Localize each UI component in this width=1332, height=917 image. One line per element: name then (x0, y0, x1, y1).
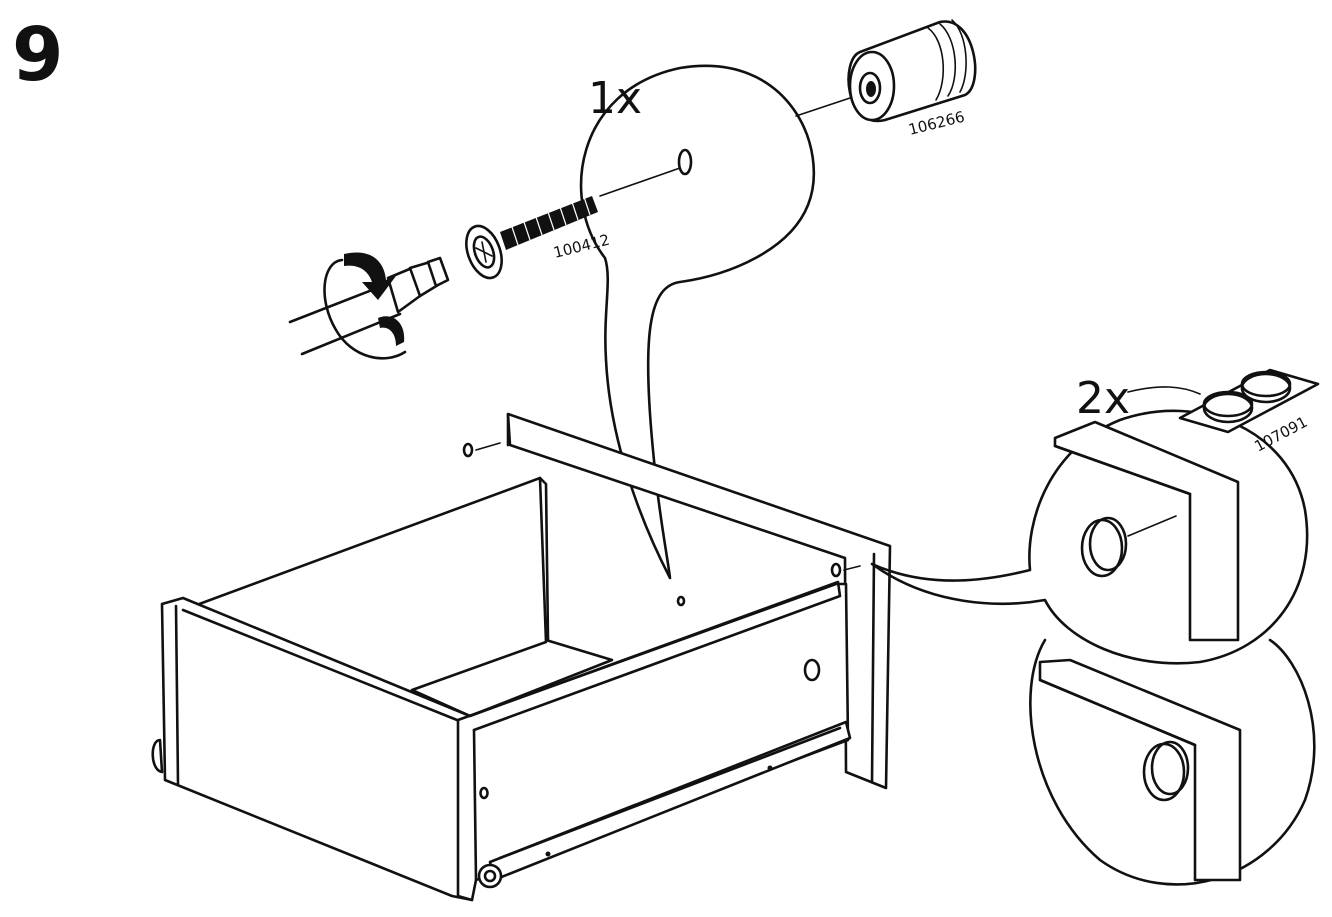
screw-quantity: 1x (588, 73, 642, 124)
pad-quantity: 2x (1076, 373, 1130, 424)
pad-callout-bubble: 2x 107091 (870, 368, 1320, 886)
cap-part: 106266 (847, 19, 977, 139)
screw-part: 100412 (465, 196, 612, 280)
screw-callout-bubble: 1x (579, 64, 816, 580)
pad-sheet-part: 107091 (1178, 368, 1320, 456)
left-hole-marker (462, 442, 474, 458)
arrow-head-icon (344, 252, 396, 300)
screw-part-number: 100412 (552, 231, 612, 262)
step-number: 9 (12, 12, 64, 98)
right-hole-marker (830, 562, 842, 578)
drawer (151, 412, 892, 902)
screwdriver-tool (288, 252, 450, 360)
rotate-arrow-icon (323, 258, 407, 360)
pad-part-number: 107091 (1251, 413, 1310, 456)
hole-marker (677, 148, 693, 176)
cap-part-number: 106266 (907, 108, 967, 139)
